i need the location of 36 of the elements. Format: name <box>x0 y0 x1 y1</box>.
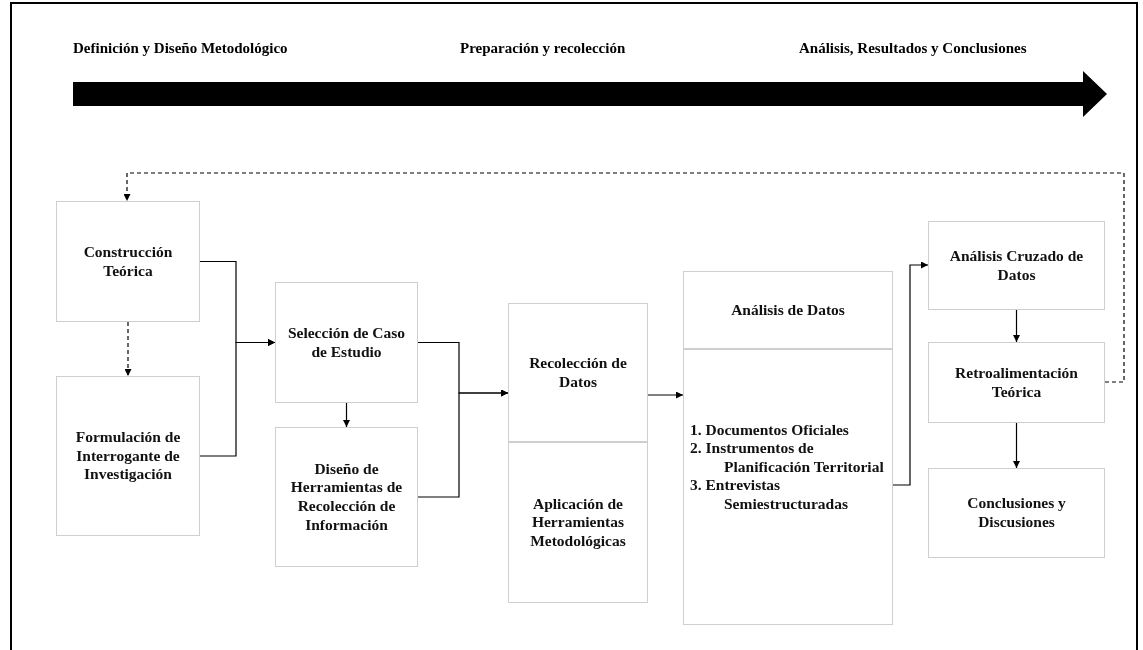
phase-label: Análisis, Resultados y Conclusiones <box>799 40 1027 57</box>
process-box <box>928 342 1105 423</box>
arrow <box>647 391 684 399</box>
process-box <box>508 442 648 603</box>
box-label: Análisis Cruzado de Datos <box>948 246 1085 285</box>
arrow <box>1013 422 1020 469</box>
arrow <box>124 321 132 377</box>
process-box <box>683 271 893 349</box>
box-label: Conclusiones y Discusiones <box>966 494 1067 532</box>
box-label: Aplicación de Herramientas Metodológicas <box>529 494 627 551</box>
process-box <box>508 303 648 442</box>
box-label: Retroalimentación Teórica <box>954 363 1079 402</box>
process-box <box>275 282 418 403</box>
process-box <box>56 201 200 322</box>
arrow <box>417 389 509 498</box>
arrow <box>1013 309 1020 343</box>
arrow <box>892 261 929 486</box>
process-box <box>56 376 200 536</box>
arrow <box>123 172 1125 383</box>
box-label: Recolección de Datos <box>528 353 628 392</box>
list-item: 2. Instrumentos de Planificación Territorial <box>690 439 885 477</box>
list-box <box>683 349 893 625</box>
arrow <box>343 402 350 428</box>
list-item: 3. Entrevistas Semiestructuradas <box>690 476 849 514</box>
box-label: Selección de Caso de Estudio <box>286 323 407 362</box>
phase-label: Definición y Diseño Metodológico <box>73 40 288 57</box>
box-label: Construcción Teórica <box>82 242 174 281</box>
list-item: 1. Documentos Oficiales <box>690 420 850 440</box>
process-box <box>275 427 418 567</box>
arrow <box>199 339 276 457</box>
process-box <box>928 221 1105 310</box>
box-label: Diseño de Herramientas de Recolección de Información <box>289 459 404 535</box>
box-label: Análisis de Datos <box>731 300 845 320</box>
box-label: Formulación de Interrogante de Investigación <box>74 428 182 484</box>
phase-label: Preparación y recolección <box>460 40 626 57</box>
process-box <box>928 468 1105 558</box>
